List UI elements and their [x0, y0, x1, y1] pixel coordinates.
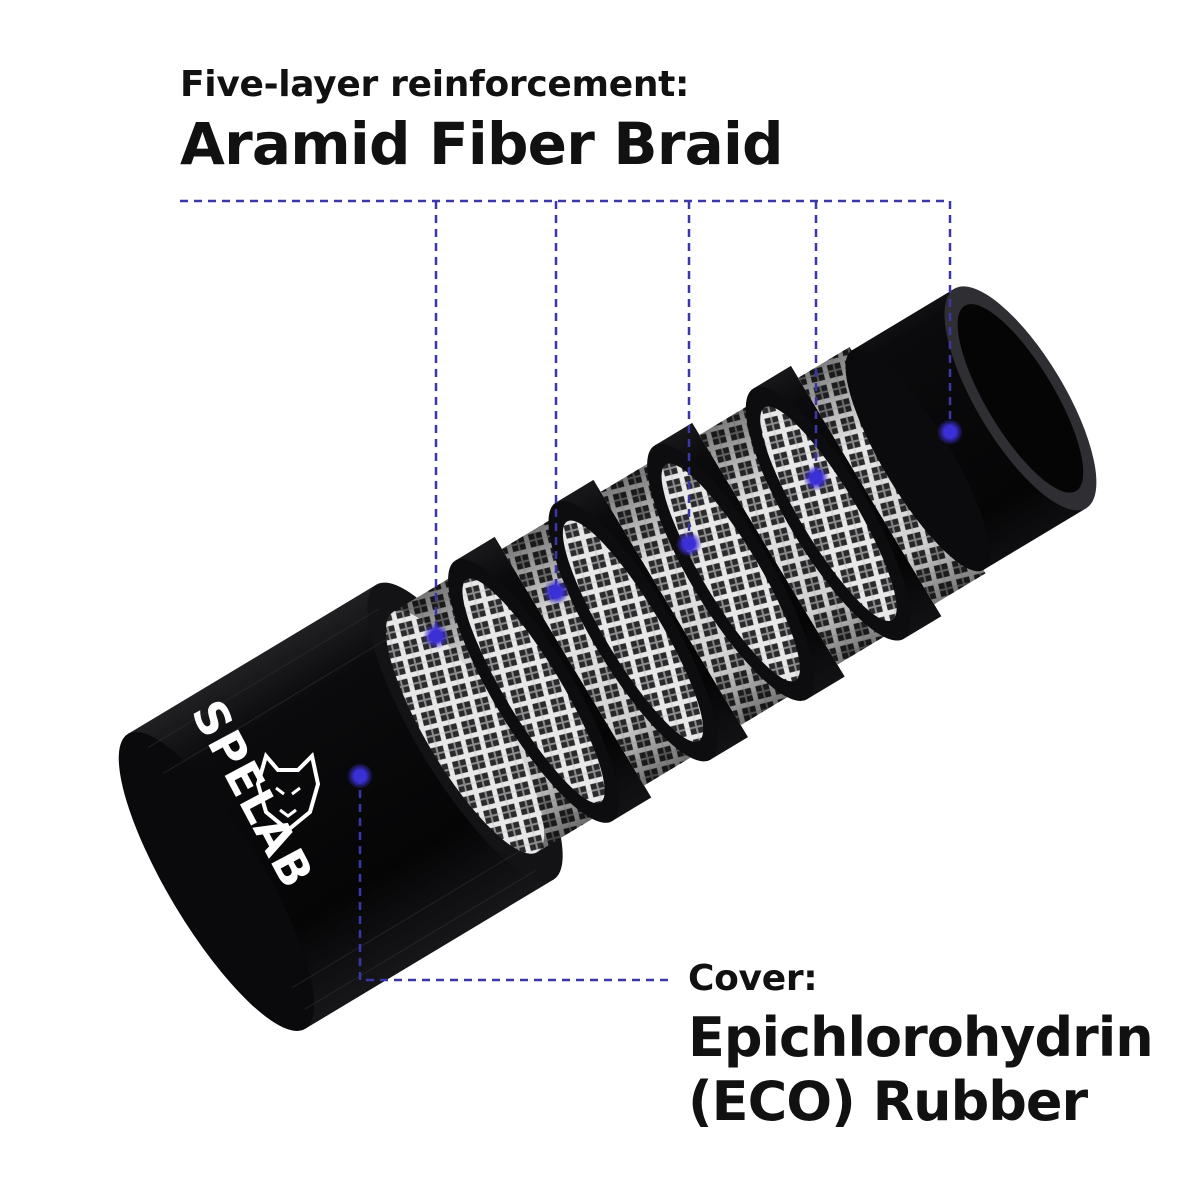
cover-label: Cover: — [688, 958, 818, 999]
rubber-layer-4 — [745, 365, 942, 641]
leader-lines — [180, 199, 952, 982]
reinforcement-label: Five-layer reinforcement: — [180, 64, 690, 105]
cover-value-line-2: (ECO) Rubber — [688, 1070, 1088, 1133]
rubber-layer-2 — [548, 479, 748, 762]
cover-value: Epichlorohydrin (ECO) Rubber — [688, 1006, 1154, 1134]
rubber-layer-3 — [647, 422, 845, 701]
hose-illustration — [118, 286, 1097, 1031]
leader-line-cover — [358, 776, 670, 982]
reinforcement-value: Aramid Fiber Braid — [180, 110, 784, 178]
cover-value-line-1: Epichlorohydrin — [688, 1006, 1154, 1069]
inner-tube-layer — [845, 286, 1097, 572]
layer-markers — [347, 419, 963, 789]
rubber-layer-1 — [448, 536, 652, 823]
panther-head-logo-icon — [255, 751, 321, 833]
